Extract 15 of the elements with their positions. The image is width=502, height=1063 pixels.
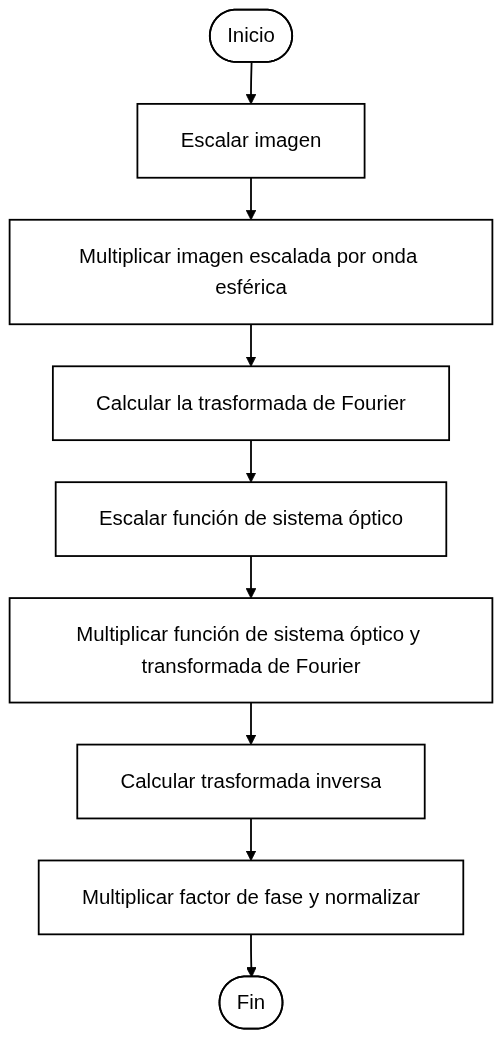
arrow	[245, 555, 257, 599]
node-box: Multiplicar función de sistema óptico y transformada de Fourier	[8, 597, 494, 704]
node-box: Escalar función de sistema óptico	[54, 481, 448, 557]
arrow	[245, 817, 257, 861]
arrow	[245, 176, 257, 221]
node-box: Multiplicar factor de fase y normalizar	[37, 859, 465, 936]
arrow	[246, 933, 257, 978]
arrow	[245, 61, 257, 105]
node-box: Calcular la trasformada de Fourier	[51, 365, 451, 442]
arrow	[245, 323, 257, 367]
node-box: Escalar imagen	[136, 102, 366, 179]
node-box: Calcular trasformada inversa	[76, 743, 426, 820]
arrow	[245, 439, 257, 483]
node-box: Multiplicar imagen escalada por onda esférica	[8, 218, 494, 326]
arrow	[245, 701, 257, 746]
